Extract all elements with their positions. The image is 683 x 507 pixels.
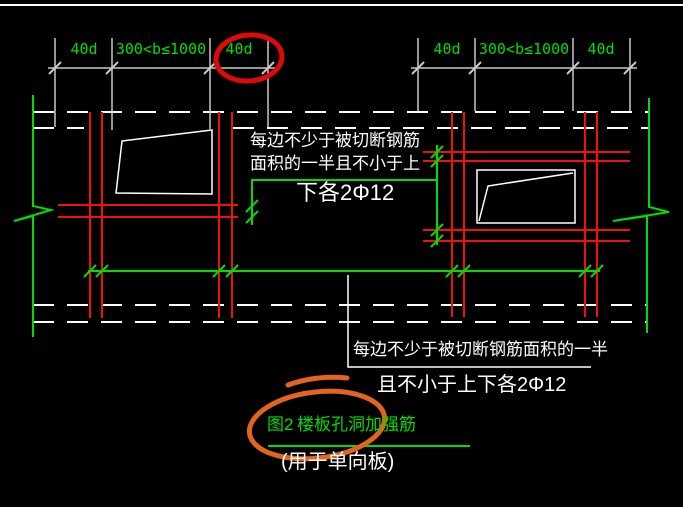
dim-label-left-40d-1: 40d <box>70 40 98 58</box>
caption-title: 楼板孔洞加强筋 <box>297 415 416 434</box>
opening-right-fold-line <box>478 172 574 222</box>
note-top-line1: 每边不少于被切断钢筋 <box>250 131 420 150</box>
dim-label-left-width: 300<b≤1000 <box>115 40 207 58</box>
rebar-lines <box>58 112 630 318</box>
caption-number: 图2 <box>267 415 294 434</box>
note-bottom-line2: 且不小于上下各2Φ12 <box>377 374 567 396</box>
rebar-vertical-right-opening <box>451 112 598 317</box>
leader-tick-marks <box>83 145 604 278</box>
slab-dashed-lines <box>33 111 648 323</box>
dim-label-right-40d-1: 40d <box>433 40 461 58</box>
dimension-tick-marks <box>48 61 637 75</box>
opening-right <box>476 169 576 224</box>
note-bottom-line1: 每边不少于被切断钢筋面积的一半 <box>353 340 608 359</box>
note-top-line2: 面积的一半且不小于上 <box>250 154 420 173</box>
leader-bottom-note <box>347 275 591 368</box>
extension-lines-right <box>417 38 631 111</box>
highlight-orange-ellipse <box>246 388 388 462</box>
rebar-horizontal-right-opening <box>423 151 630 242</box>
rebar-horizontal-left-opening <box>58 204 238 218</box>
slab-borders <box>13 95 670 337</box>
opening-left <box>115 129 213 195</box>
extension-lines-left <box>54 38 269 130</box>
break-line-right <box>612 98 670 333</box>
dimension-lines <box>48 38 637 130</box>
green-leaders <box>83 145 604 447</box>
note-top-line3: 下各2Φ12 <box>296 180 395 205</box>
highlight-orange-stroke <box>285 374 350 388</box>
slab-openings <box>115 129 576 224</box>
highlight-red-ellipse <box>213 32 285 84</box>
break-line-left <box>13 95 55 337</box>
caption-note: (用于单向板) <box>281 451 395 473</box>
dim-label-right-width: 300<b≤1000 <box>478 40 570 58</box>
dim-label-left-40d-2: 40d <box>225 40 253 58</box>
rebar-vertical-left-opening <box>89 112 233 318</box>
dim-label-right-40d-2: 40d <box>587 40 615 58</box>
